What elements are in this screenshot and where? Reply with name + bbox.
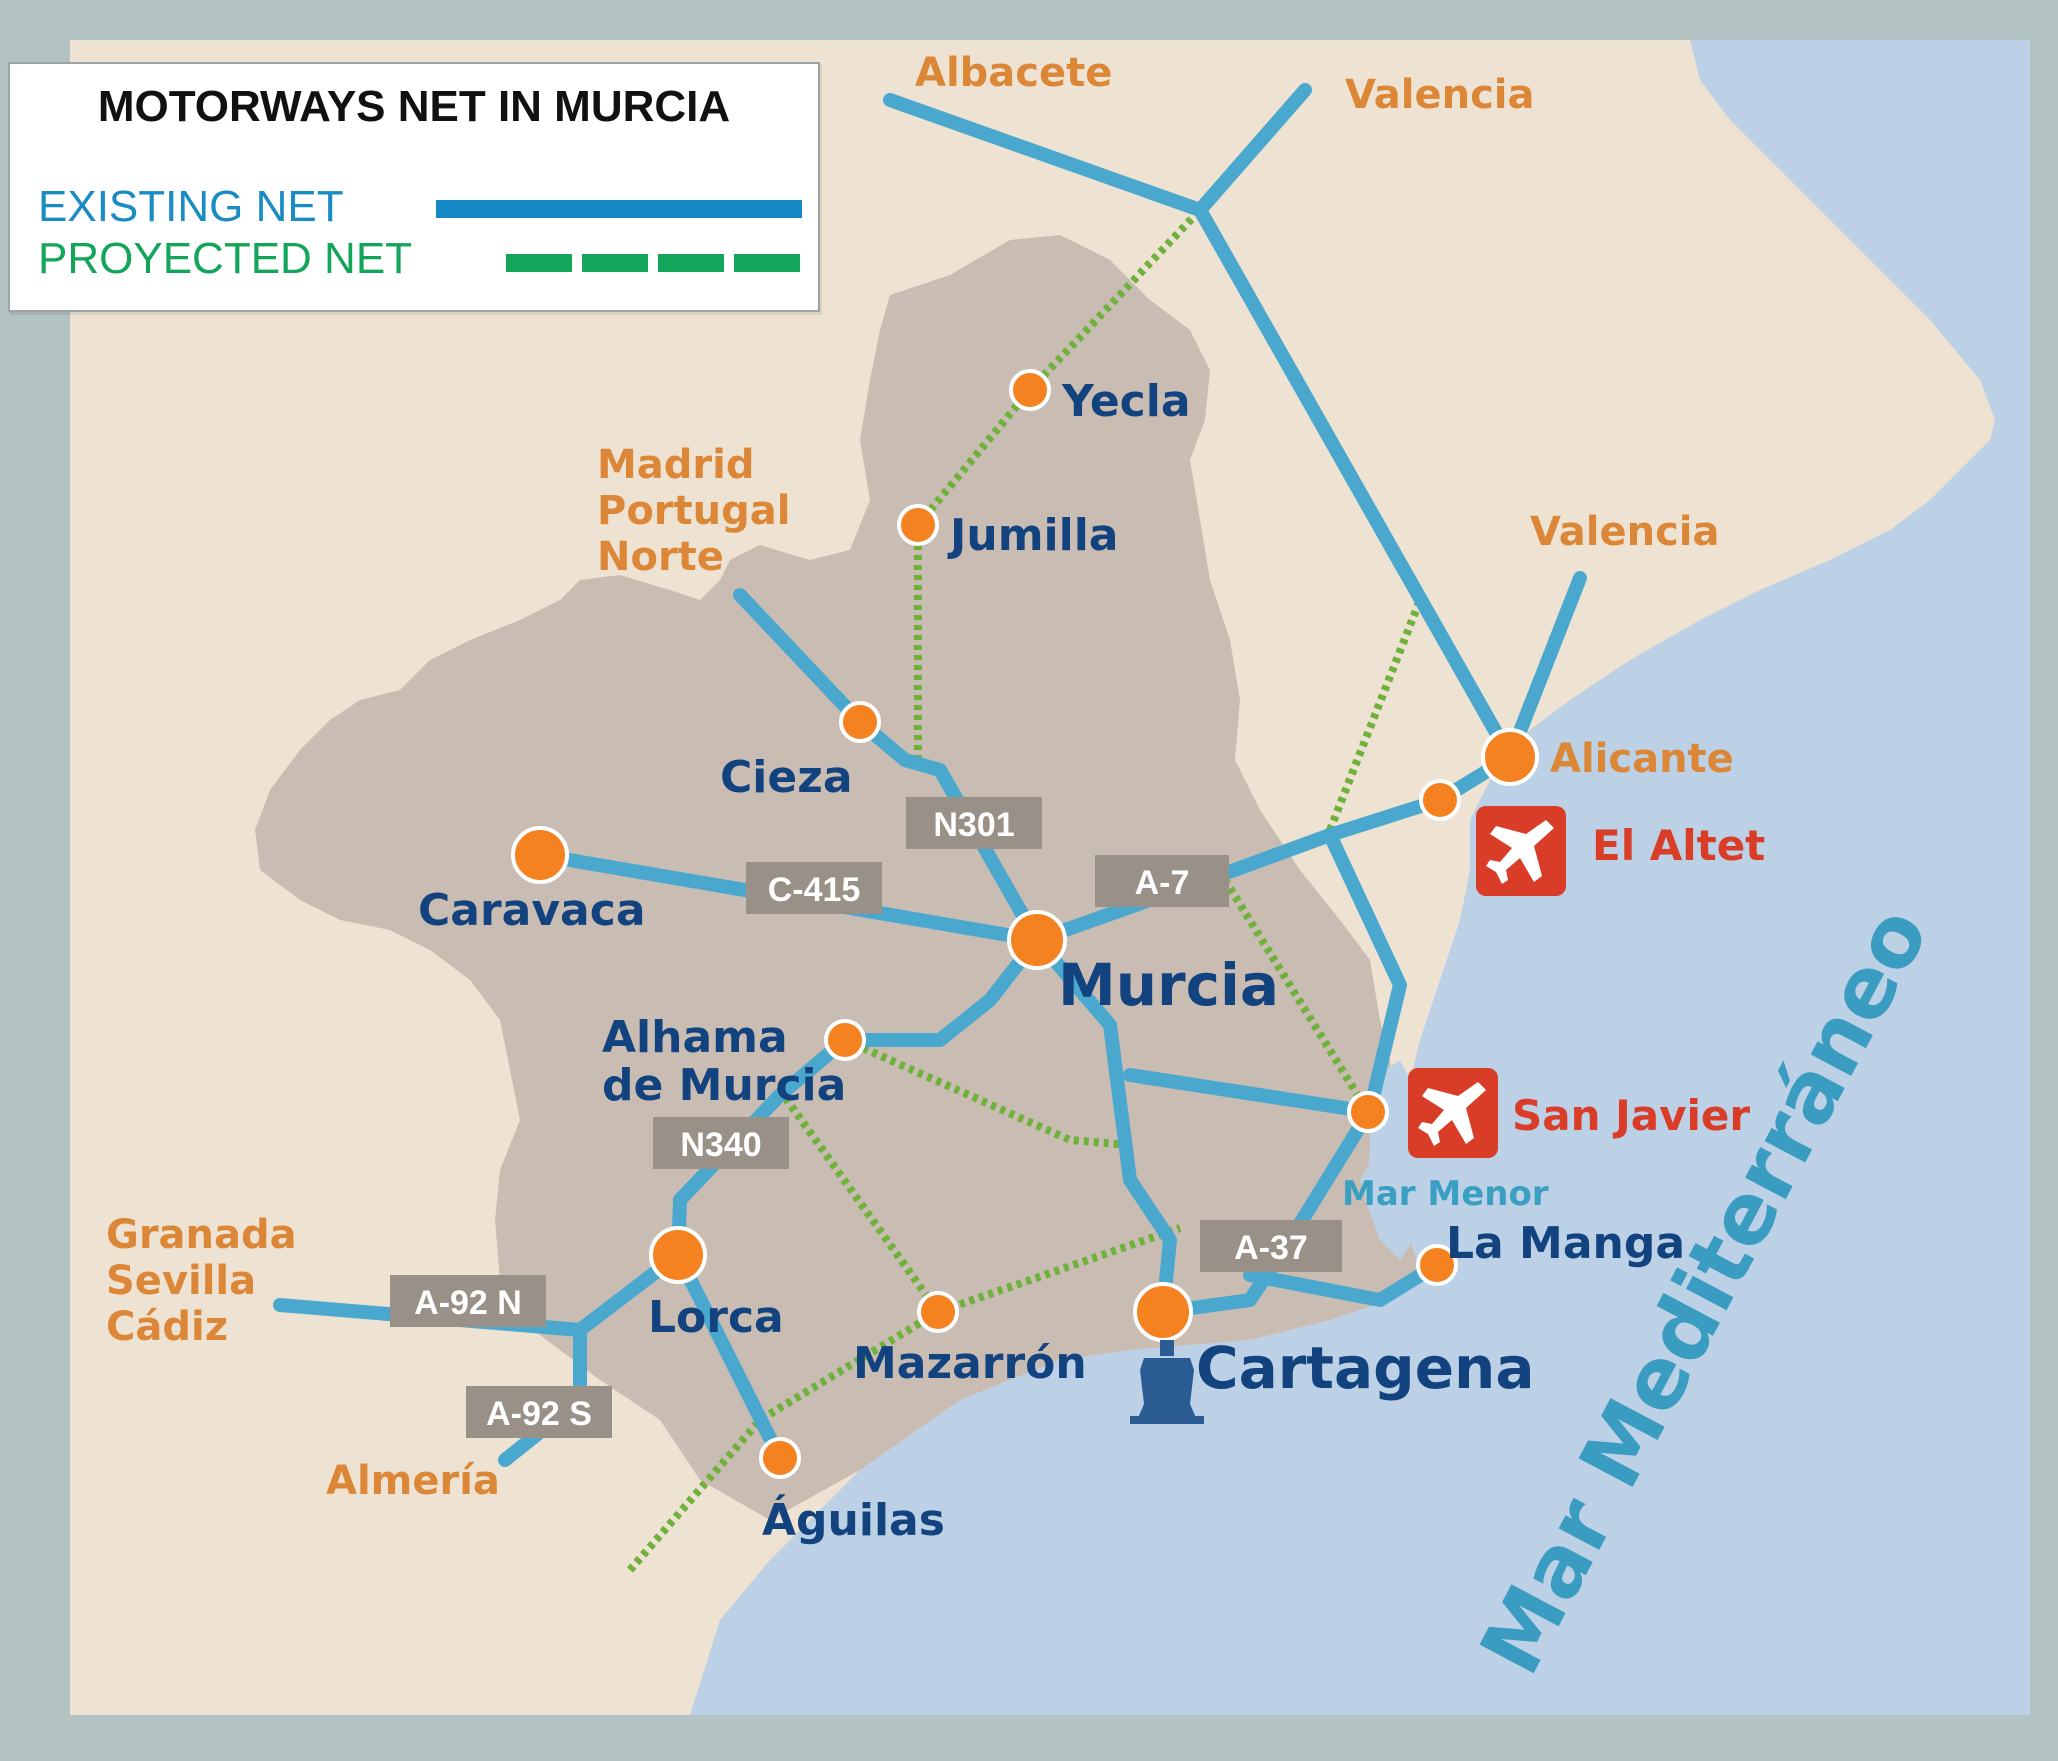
sea bbox=[690, 40, 2030, 1715]
madrid-label-2: Portugal bbox=[597, 488, 790, 534]
albacete-label: Albacete bbox=[915, 50, 1112, 96]
road-label-a92s: A-92 S bbox=[466, 1386, 612, 1438]
legend-projected-label: PROYECTED NET bbox=[38, 234, 413, 283]
airplane-icon-el-altet bbox=[1476, 806, 1566, 896]
legend-existing-label: EXISTING NET bbox=[38, 182, 344, 231]
road-valencia-coast bbox=[1503, 571, 1587, 764]
aguilas-label: Águilas bbox=[762, 1493, 945, 1546]
altet-dot bbox=[1419, 779, 1461, 821]
anchor-port-icon bbox=[1130, 1340, 1204, 1424]
projected-murcia-valencia bbox=[1326, 598, 1424, 832]
road-valencia-alicante bbox=[1193, 203, 1517, 764]
granada-label-1: Granada bbox=[106, 1212, 297, 1258]
projected-roads bbox=[626, 207, 1424, 1573]
madrid-label-1: Madrid bbox=[597, 442, 755, 488]
road-murcia-sanjavier bbox=[1123, 1068, 1377, 1119]
road-valencia-north bbox=[1193, 83, 1312, 217]
svg-text:C-415: C-415 bbox=[768, 871, 861, 909]
road-murcia-south bbox=[1030, 933, 1177, 1319]
lorca-label: Lorca bbox=[648, 1292, 784, 1343]
valencia-north-label: Valencia bbox=[1345, 72, 1535, 118]
cieza-label: Cieza bbox=[720, 752, 853, 803]
road-lorca-aguilas bbox=[671, 1248, 787, 1465]
destination-labels: Albacete Valencia Valencia Madrid Portug… bbox=[106, 50, 1720, 1504]
road-albacete bbox=[883, 93, 1207, 217]
legend: MOTORWAYS NET IN MURCIA EXISTING NET PRO… bbox=[8, 62, 820, 312]
airplane-icon-san-javier bbox=[1408, 1068, 1498, 1158]
caravaca-label: Caravaca bbox=[418, 885, 646, 936]
aguilas-dot bbox=[759, 1437, 801, 1479]
lamanga-dot bbox=[1416, 1244, 1458, 1286]
almeria-label: Almería bbox=[326, 1458, 500, 1504]
legend-title: MOTORWAYS NET IN MURCIA bbox=[97, 82, 731, 131]
projected-alhama-murcia-south bbox=[843, 1036, 1131, 1149]
granada-label-3: Cádiz bbox=[106, 1304, 228, 1350]
murcia-dot bbox=[1007, 910, 1067, 970]
lamanga-label: La Manga bbox=[1446, 1218, 1685, 1269]
yecla-label: Yecla bbox=[1061, 376, 1191, 427]
madrid-label-3: Norte bbox=[597, 534, 724, 580]
road-cieza-murcia bbox=[853, 715, 1044, 947]
cartagena-dot bbox=[1133, 1282, 1193, 1342]
murcia-label: Murcia bbox=[1058, 951, 1279, 1019]
road-label-a37: A-37 bbox=[1200, 1220, 1342, 1272]
yecla-dot bbox=[1009, 369, 1051, 411]
road-label-c415: C-415 bbox=[746, 862, 882, 914]
granada-label-2: Sevilla bbox=[106, 1258, 256, 1304]
road-label-a7: A-7 bbox=[1095, 855, 1229, 907]
mazarron-dot bbox=[917, 1291, 959, 1333]
svg-text:N301: N301 bbox=[933, 806, 1014, 844]
legend-existing-swatch bbox=[436, 200, 802, 218]
alhama-label-2: de Murcia bbox=[602, 1060, 846, 1111]
projected-yecla-valencia bbox=[1027, 207, 1203, 393]
svg-text:N340: N340 bbox=[680, 1126, 761, 1164]
svg-text:A-37: A-37 bbox=[1234, 1229, 1308, 1267]
mar-menor-label: Mar Menor bbox=[1342, 1174, 1549, 1214]
city-labels: Yecla Jumilla Cieza Caravaca Murcia Alha… bbox=[418, 376, 1734, 1546]
cieza-dot bbox=[839, 701, 881, 743]
lorca-dot bbox=[649, 1226, 707, 1284]
sanjavier-dot bbox=[1347, 1091, 1389, 1133]
mazarron-label: Mazarrón bbox=[853, 1338, 1087, 1389]
jumilla-label: Jumilla bbox=[947, 510, 1118, 561]
el-altet-label: El Altet bbox=[1592, 821, 1765, 870]
road-cieza-north bbox=[733, 588, 867, 729]
cartagena-label: Cartagena bbox=[1196, 1334, 1534, 1402]
valencia-coast-label: Valencia bbox=[1530, 509, 1720, 555]
svg-text:A-92 S: A-92 S bbox=[486, 1395, 592, 1433]
city-dots bbox=[511, 369, 1539, 1479]
svg-text:A-7: A-7 bbox=[1135, 864, 1190, 902]
caravaca-dot bbox=[511, 826, 569, 884]
road-a7-south bbox=[1323, 828, 1407, 1117]
road-label-n340: N340 bbox=[653, 1117, 789, 1169]
road-lamanga bbox=[1243, 1258, 1444, 1307]
road-label-a92n: A-92 N bbox=[390, 1275, 546, 1327]
road-labels: N301 C-415 A-7 N340 A-37 A-92 N A-92 S bbox=[390, 797, 1342, 1438]
san-javier-label: San Javier bbox=[1512, 1091, 1750, 1140]
projected-coast bbox=[626, 1224, 1182, 1573]
alhama-label-1: Alhama bbox=[602, 1012, 788, 1063]
svg-text:A-92 N: A-92 N bbox=[414, 1284, 522, 1322]
alicante-label: Alicante bbox=[1550, 736, 1734, 782]
jumilla-dot bbox=[897, 504, 939, 546]
alhama-dot bbox=[824, 1019, 866, 1061]
road-label-n301: N301 bbox=[906, 797, 1042, 849]
legend-projected-swatch bbox=[506, 254, 802, 272]
alicante-dot bbox=[1481, 728, 1539, 786]
